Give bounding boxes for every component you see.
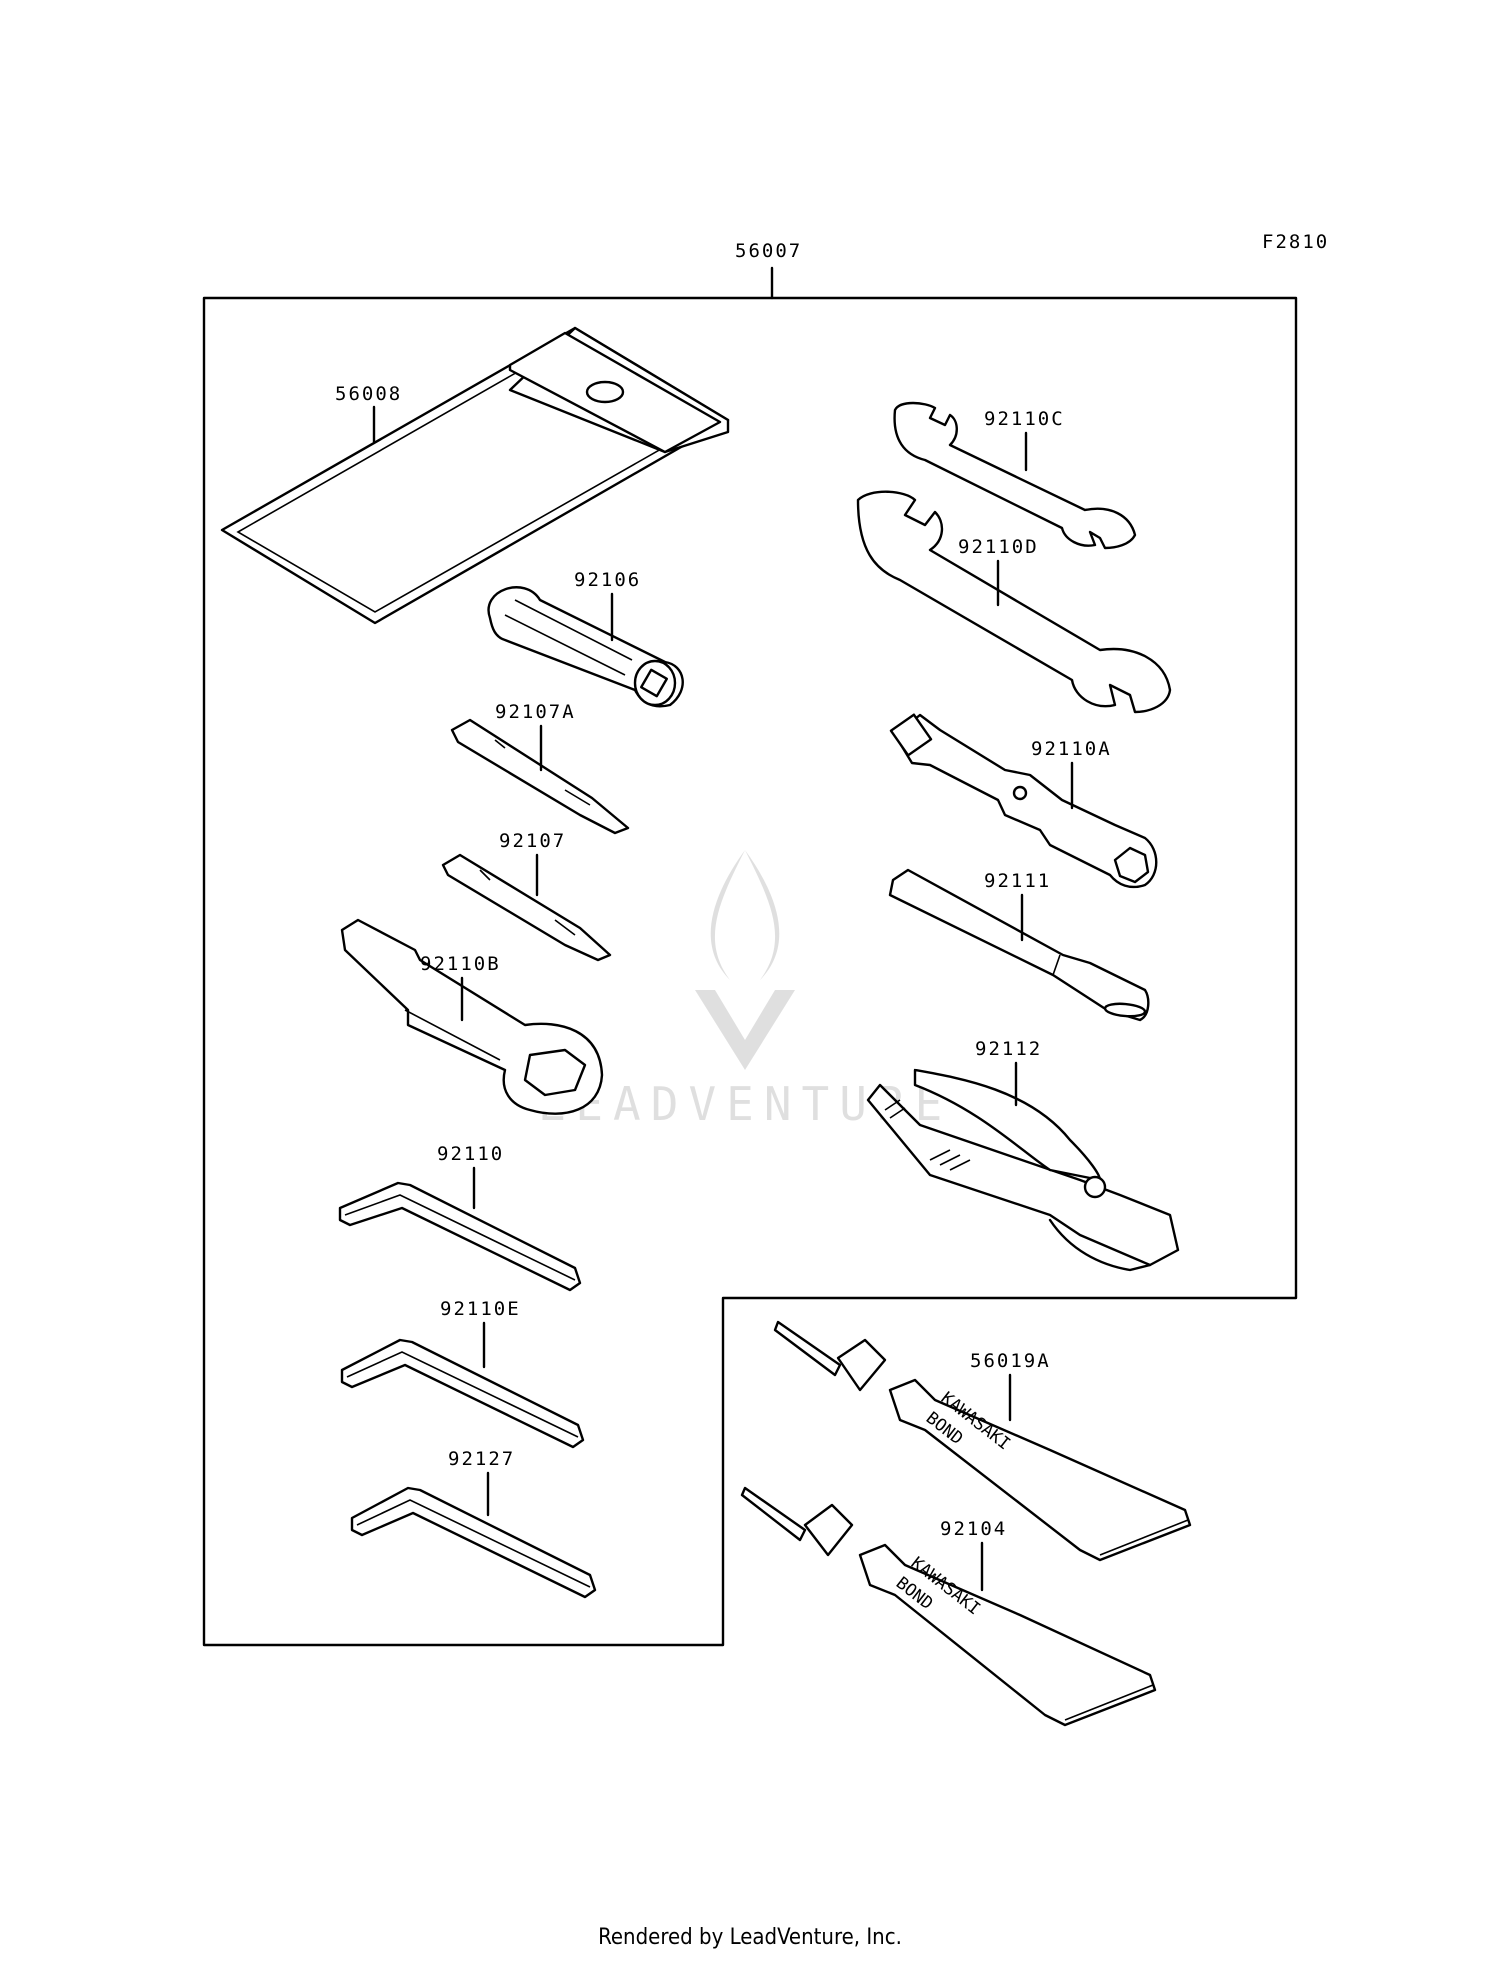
- box-spanner: [889, 713, 1158, 889]
- label-56008: 56008: [335, 383, 402, 405]
- socket-handle: [487, 586, 684, 708]
- label-92110a: 92110A: [1031, 738, 1112, 760]
- label-92110e: 92110E: [440, 1298, 521, 1320]
- figure-code: F2810: [1262, 231, 1329, 253]
- label-92110: 92110: [437, 1143, 504, 1165]
- tool-pouch: [220, 326, 730, 625]
- label-92110d: 92110D: [958, 536, 1039, 558]
- hex-key-small: [350, 1486, 597, 1599]
- pliers: [866, 1068, 1180, 1272]
- label-92104: 92104: [940, 1518, 1007, 1540]
- extension-bar: [888, 868, 1150, 1022]
- label-92110b: 92110B: [420, 953, 501, 975]
- screwdriver-bit: [441, 853, 612, 962]
- open-end-wrench-large: [856, 490, 1172, 714]
- bond-tube-a: KAWASAKI BOND: [773, 1320, 1192, 1562]
- label-92107a: 92107A: [495, 701, 576, 723]
- screwdriver-bit-a: [450, 718, 630, 835]
- label-92110c: 92110C: [984, 408, 1065, 430]
- label-92112: 92112: [975, 1038, 1042, 1060]
- footer-credit: Rendered by LeadVenture, Inc.: [598, 1925, 902, 1950]
- ring-wrench: [340, 918, 604, 1115]
- hex-key-e: [340, 1338, 585, 1449]
- kit-label: 56007: [735, 240, 802, 262]
- label-92111: 92111: [984, 870, 1051, 892]
- label-92107: 92107: [499, 830, 566, 852]
- kit-outline: [202, 296, 1298, 1647]
- label-92127: 92127: [448, 1448, 515, 1470]
- open-end-wrench-small: [893, 401, 1137, 550]
- hex-key: [338, 1181, 582, 1292]
- label-92106: 92106: [574, 569, 641, 591]
- label-56019a: 56019A: [970, 1350, 1051, 1372]
